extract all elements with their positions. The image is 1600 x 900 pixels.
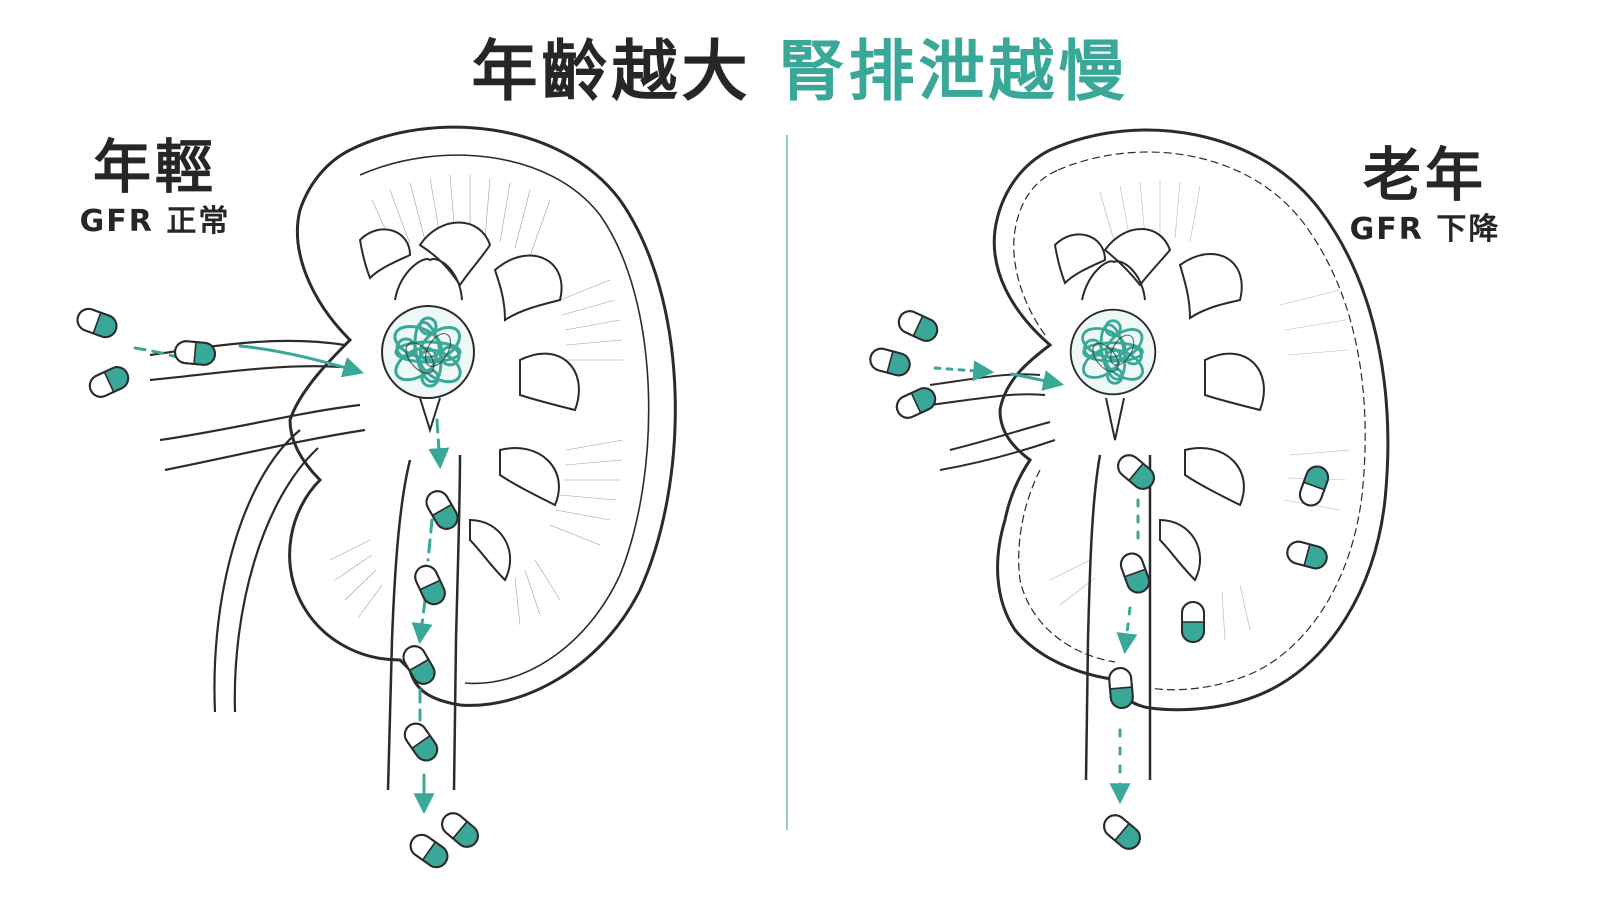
old-kidney-inner-outline [1013, 151, 1366, 691]
capsule-icon [1098, 809, 1146, 855]
young-renal-vessels [149, 339, 366, 713]
young-inflow-arrow [133, 346, 187, 362]
diagram-title: 年齡越大 腎排泄越慢 [0, 18, 1600, 114]
young-flow-arrows [133, 344, 450, 815]
capsule-icon [436, 807, 484, 853]
title-part-kidney: 腎排泄越慢 [778, 33, 1129, 110]
old-inflow-arrow-2 [1010, 370, 1065, 391]
old-inflow-arrow [933, 360, 995, 382]
young-gfr-label: GFR 正常 [79, 204, 231, 239]
old-kidney [866, 128, 1390, 855]
old-glomerulus [1069, 308, 1157, 396]
old-outflow-arrow-2 [1116, 606, 1138, 655]
old-bowman-capsule [1081, 260, 1146, 441]
young-label: 年輕 [92, 133, 217, 201]
capsule-icon [894, 306, 942, 346]
old-calyces [1053, 228, 1265, 582]
young-kidney [73, 125, 677, 873]
old-gfr-label: GFR 下降 [1349, 212, 1501, 247]
capsule-icon [405, 829, 453, 873]
capsule-icon [866, 345, 914, 379]
old-label: 老年 [1362, 141, 1487, 209]
capsule-icon [173, 339, 217, 367]
old-flow-arrows [933, 360, 1140, 805]
young-calyces [358, 221, 580, 582]
capsule-icon [1107, 666, 1135, 710]
young-outflow-arrow-2 [426, 518, 434, 562]
capsule-icon [399, 718, 443, 766]
young-ureter [386, 454, 462, 791]
young-kidney-inner-outline [359, 154, 650, 685]
young-glomerulus [380, 304, 476, 400]
young-outflow-arrow-1 [428, 418, 450, 470]
title-part-age: 年齡越大 [471, 33, 752, 110]
young-panel-label: 年輕 GFR 正常 [70, 132, 240, 242]
capsule-icon [73, 304, 121, 342]
capsule-icon [85, 362, 133, 402]
capsule-icon [1181, 601, 1205, 643]
young-inflow-arrow-2 [238, 344, 365, 378]
capsule-icon [892, 383, 940, 423]
old-panel-label: 老年 GFR 下降 [1340, 140, 1510, 250]
young-bowman-capsule [394, 258, 463, 434]
young-kidney-outline [288, 125, 677, 707]
young-outflow-arrow-3 [411, 598, 433, 645]
